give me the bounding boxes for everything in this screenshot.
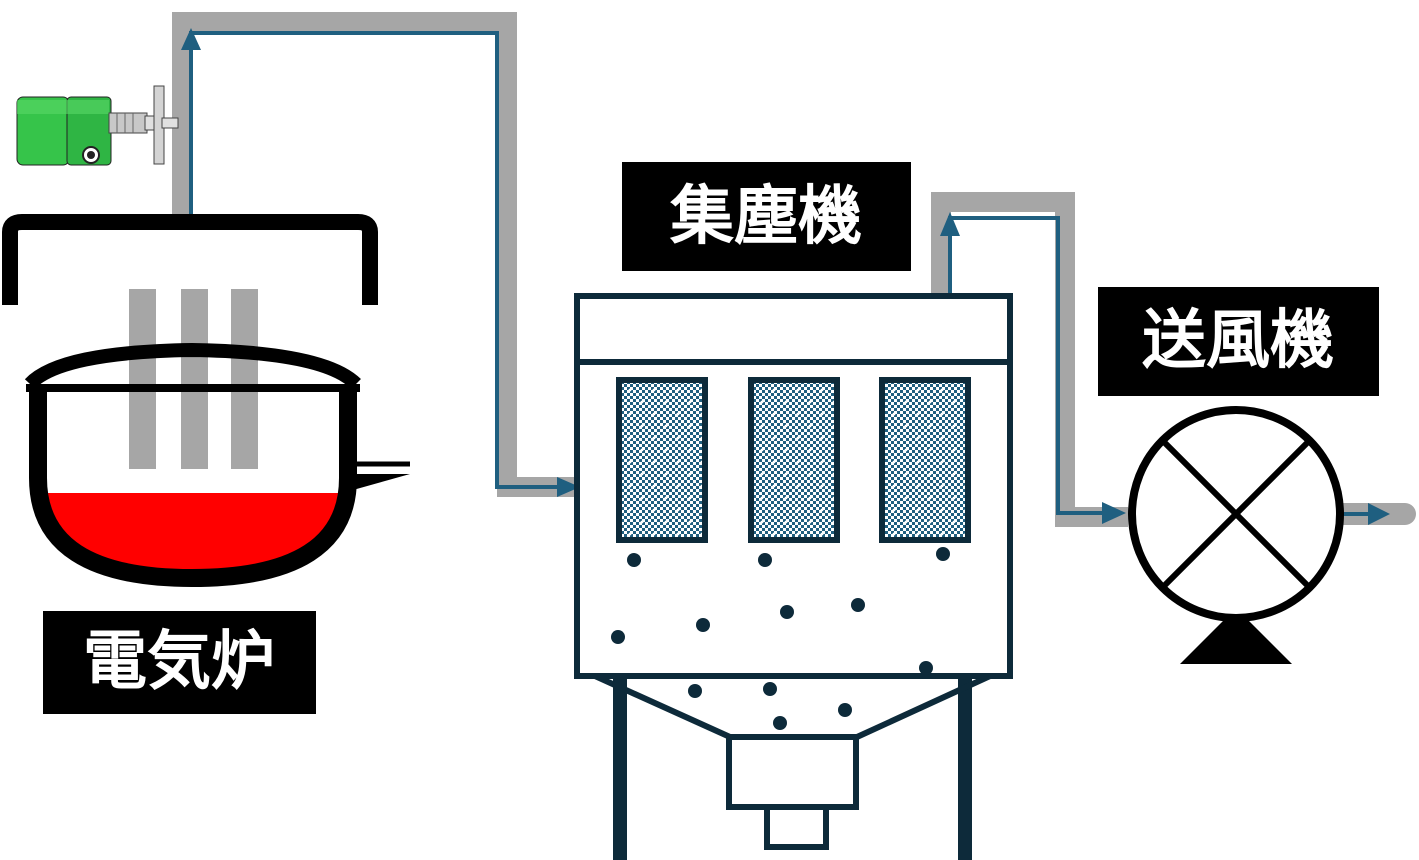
electrode — [181, 289, 208, 469]
label-blower-text: 送風機 — [1142, 304, 1334, 378]
furnace-hood — [2, 214, 378, 305]
flow-arrow-out-collector — [940, 212, 960, 236]
duct-collector-to-blower — [931, 192, 1128, 527]
flow-arrow-into-collector — [557, 477, 580, 497]
hopper-chute — [726, 734, 859, 810]
electrode — [231, 289, 258, 469]
filter-bag — [748, 377, 840, 543]
blower-fan-icon — [1128, 406, 1344, 664]
duct-furnace-to-collector — [172, 12, 580, 497]
dust-particles — [611, 547, 950, 730]
blower-exhaust — [1327, 503, 1416, 525]
electric-furnace — [2, 214, 410, 588]
filter-bag — [879, 377, 971, 543]
label-blower: 送風機 — [1098, 287, 1379, 396]
electrode — [129, 289, 156, 469]
label-furnace-text: 電気炉 — [83, 625, 275, 699]
flow-arrow-exhaust — [1368, 503, 1390, 525]
label-furnace: 電気炉 — [43, 611, 316, 714]
dust-collector — [574, 293, 1013, 860]
furnace-vessel — [29, 390, 357, 588]
flow-arrow-into-blower — [1102, 502, 1126, 524]
filter-bag — [616, 377, 708, 543]
label-dust-collector: 集塵機 — [622, 162, 911, 271]
discharge-valve — [764, 804, 829, 850]
label-dust-collector-text: 集塵機 — [669, 180, 862, 254]
flow-sensor-icon — [16, 85, 179, 166]
flow-arrow-up — [181, 28, 201, 50]
